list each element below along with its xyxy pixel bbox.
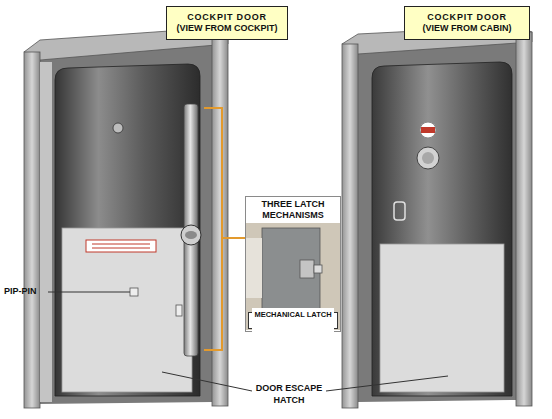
leader-line bbox=[326, 376, 448, 391]
placard-line bbox=[92, 248, 150, 249]
door-panel bbox=[55, 64, 200, 396]
leader-line bbox=[48, 292, 130, 293]
door-panel bbox=[372, 62, 512, 396]
door-sign-bar bbox=[421, 127, 435, 133]
peephole-window bbox=[394, 202, 405, 220]
frame-trim bbox=[40, 62, 52, 402]
escape-hatch-panel bbox=[380, 244, 504, 392]
door-handle-center bbox=[422, 152, 434, 164]
latch-handle-grip bbox=[185, 231, 197, 239]
placard-line bbox=[92, 244, 150, 245]
latch-bolt bbox=[300, 260, 314, 278]
frame-post bbox=[516, 32, 532, 406]
part-label: PIP-PIN bbox=[4, 286, 64, 298]
pip-pin-symbol bbox=[130, 288, 138, 296]
latch-bracket bbox=[204, 108, 245, 350]
view-title-box: COCKPIT DOOR (VIEW FROM COCKPIT) bbox=[166, 6, 288, 40]
latch-housing bbox=[262, 228, 320, 312]
inset-heading: THREE LATCH MECHANISMS bbox=[246, 197, 340, 223]
door-handle bbox=[417, 147, 439, 169]
leader-line bbox=[162, 372, 252, 391]
detail-inset: THREE LATCH MECHANISMS MECHANICAL LATCH bbox=[245, 196, 341, 332]
frame-post bbox=[212, 32, 228, 406]
door-sign bbox=[420, 122, 436, 138]
latch-bar bbox=[184, 104, 198, 356]
photo-detail bbox=[246, 238, 262, 298]
pin-symbol bbox=[176, 305, 182, 316]
frame-post bbox=[24, 52, 40, 408]
view-title-box: COCKPIT DOOR (VIEW FROM CABIN) bbox=[404, 6, 530, 40]
photo-tag: MECHANICAL LATCH bbox=[248, 312, 338, 329]
part-label: DOOR ESCAPE HATCH bbox=[244, 383, 334, 406]
warning-placard bbox=[86, 240, 156, 252]
frame-post bbox=[342, 44, 358, 408]
latch-tip bbox=[314, 265, 322, 273]
door-knob bbox=[113, 123, 123, 133]
frame-back-wall bbox=[38, 42, 212, 404]
latch-handle bbox=[181, 225, 201, 245]
view-title: COCKPIT DOOR (VIEW FROM CABIN) bbox=[413, 12, 521, 35]
frame-back-wall bbox=[358, 36, 516, 402]
photo-caption: MECHANICAL LATCH bbox=[252, 308, 333, 334]
escape-hatch-panel bbox=[62, 228, 192, 392]
view-title: COCKPIT DOOR (VIEW FROM COCKPIT) bbox=[173, 12, 281, 35]
